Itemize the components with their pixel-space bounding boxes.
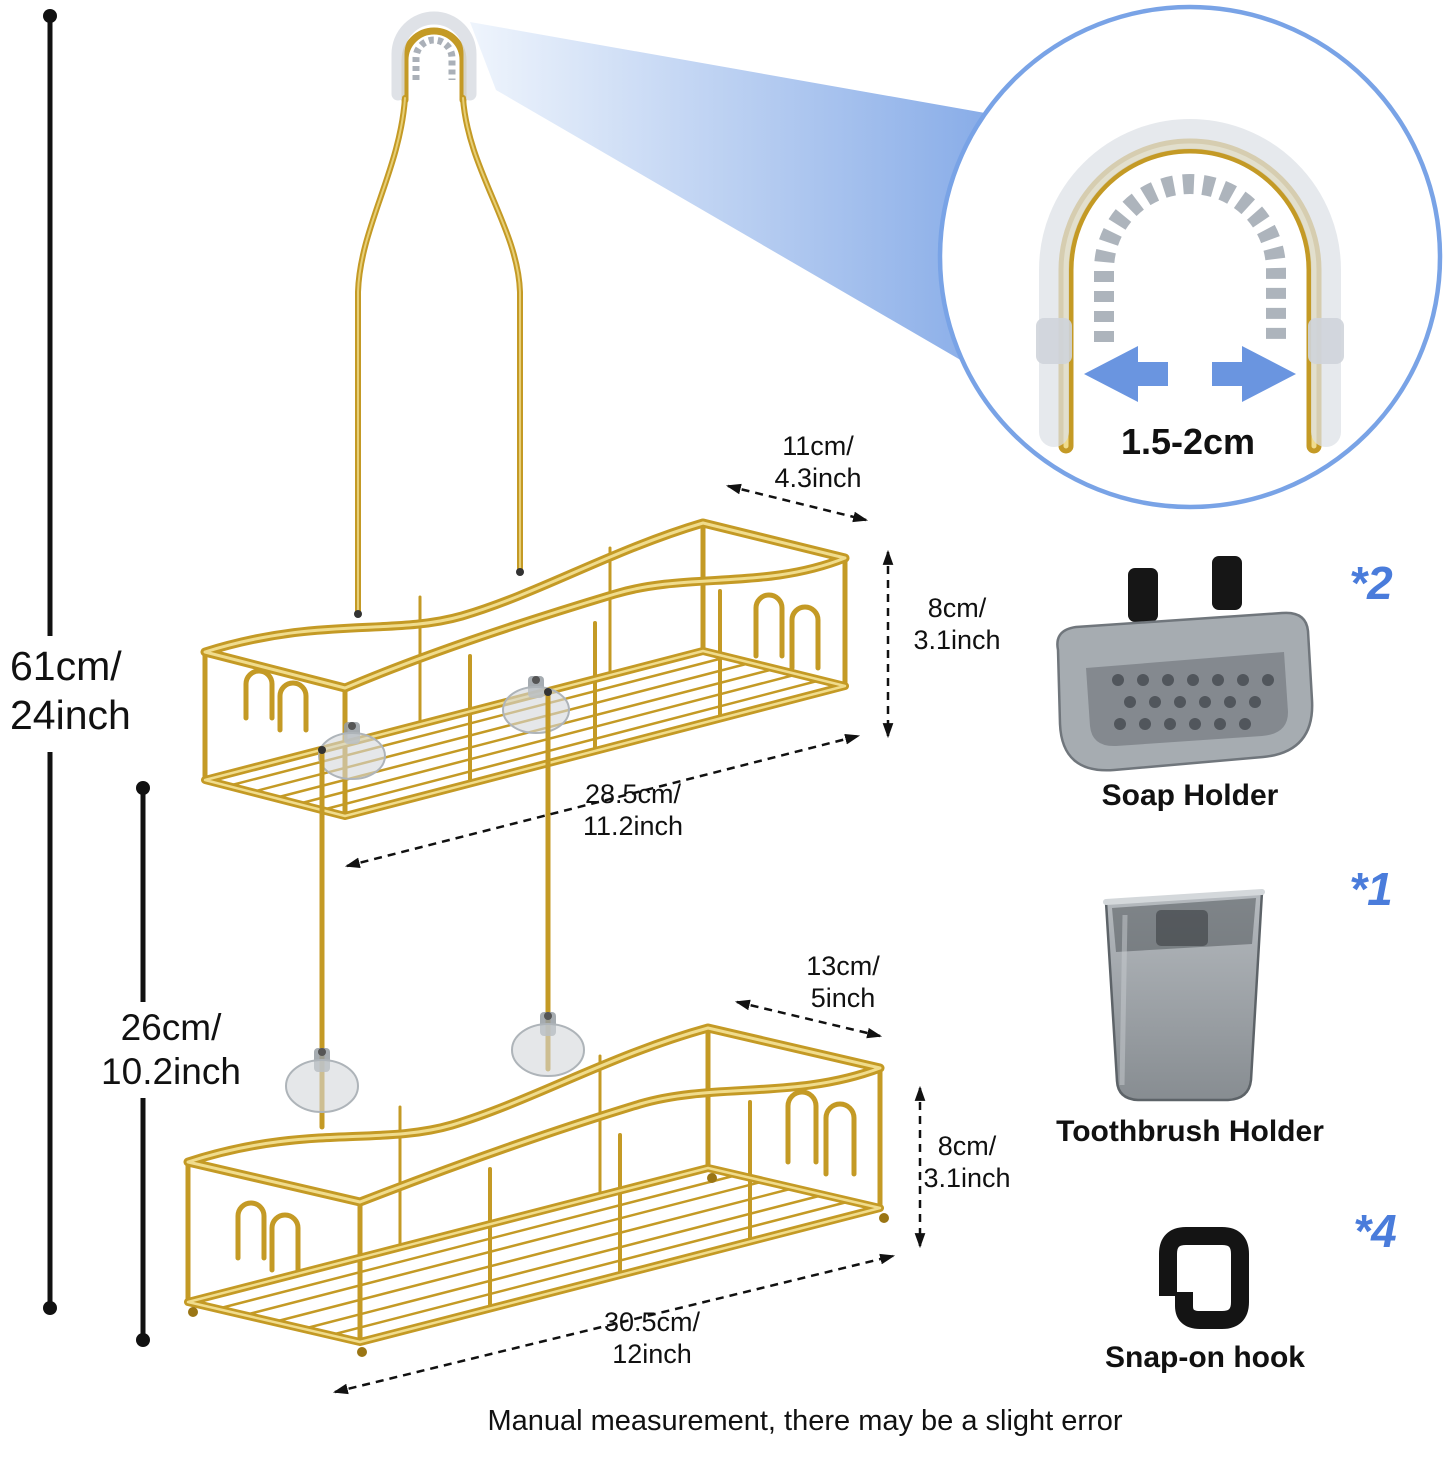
soap-holder-quantity: *2	[1349, 557, 1393, 609]
dimension-arrows	[332, 483, 926, 1395]
top-basket-depth-label: 11cm/ 4.3inch	[774, 431, 862, 494]
toothbrush-holder-graphic	[1103, 889, 1265, 1102]
suction-cups-bottom	[285, 1012, 585, 1113]
bottom-basket-width-label: 30.5cm/ 12inch	[603, 1307, 701, 1370]
measurement-footnote: Manual measurement, there may be a sligh…	[487, 1405, 1123, 1437]
snap-on-hook-graphic	[1159, 1227, 1249, 1329]
hanger-wires	[354, 95, 524, 618]
bottom-basket-depth-label: 13cm/ 5inch	[806, 951, 880, 1014]
toothbrush-holder-quantity: *1	[1349, 863, 1393, 915]
overall-height-measure-line	[43, 9, 57, 1315]
expand-arrows-icon	[1084, 346, 1296, 402]
soap-holder-name: Soap Holder	[1101, 779, 1279, 812]
top-basket	[200, 518, 850, 820]
top-basket-height-label: 8cm/ 3.1inch	[913, 593, 1001, 656]
hook-opening-label: 1.5-2cm	[1120, 421, 1256, 462]
tier-spacing-measure-line	[136, 781, 150, 1347]
top-basket-width-label: 28.5cm/ 11.2inch	[582, 779, 684, 842]
toothbrush-holder-name: Toothbrush Holder	[1056, 1115, 1324, 1148]
total-height-label: 61cm/ 24inch	[10, 643, 131, 739]
snap-on-hook-quantity: *4	[1353, 1205, 1397, 1257]
hanging-hook	[391, 11, 477, 104]
bottom-basket-height-label: 8cm/ 3.1inch	[923, 1131, 1011, 1194]
snap-on-hook-name: Snap-on hook	[1105, 1341, 1305, 1374]
magnified-hook	[1036, 119, 1344, 454]
zoom-beam	[470, 22, 1002, 362]
soap-holder-graphic	[1056, 556, 1314, 772]
tier-spacing-label: 26cm/ 10.2inch	[101, 1007, 241, 1093]
